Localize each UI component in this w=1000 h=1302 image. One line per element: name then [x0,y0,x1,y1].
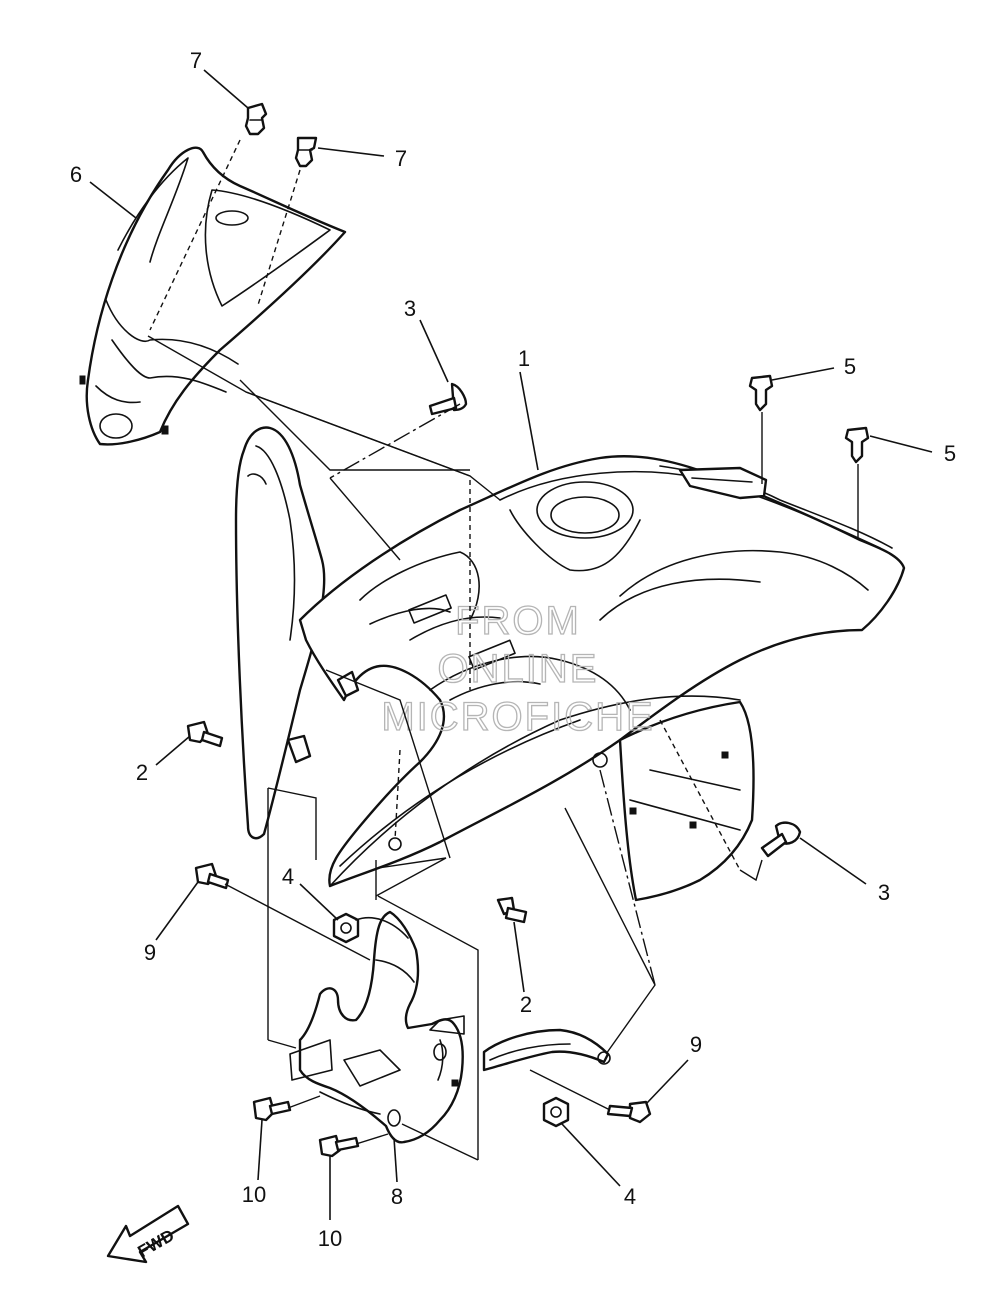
callout-10-center: 10 [318,1226,342,1251]
callout-8: 8 [391,1184,403,1209]
reference-lines [147,335,763,1161]
watermark-line-1: FROM [455,599,581,643]
callout-1: 1 [518,346,530,371]
callout-3-lower: 3 [878,880,890,905]
part-6-headlight-cover [79,146,347,446]
callout-7-right: 7 [395,146,407,171]
callout-9-right: 9 [690,1032,702,1057]
callout-10-left: 10 [242,1182,266,1207]
part-8-bracket [289,910,465,1144]
watermark: FROM ONLINE MICROFICHE [381,598,654,739]
callout-6: 6 [70,162,82,187]
part-9-bolt-right [606,1100,652,1124]
dash-clip7-left [149,139,241,331]
part-bracket-right [482,1028,611,1072]
callout-5-upper: 5 [844,354,856,379]
part-5-bolt-left [748,374,774,412]
part-10-bolt-left [252,1096,292,1122]
callout-4-lower: 4 [624,1184,636,1209]
part-7-clip-left [244,102,268,136]
watermark-line-2: ONLINE [438,647,599,691]
callout-2-right: 2 [520,992,532,1017]
part-2-bolt-right [496,896,528,924]
callout-7-upper: 7 [190,48,202,73]
leader-lines [89,69,933,1220]
part-3-screw-lower [760,821,802,858]
part-7-clip-right [294,136,318,168]
part-4-nut-upper [332,912,360,944]
callout-5-lower: 5 [944,441,956,466]
dash-clip7-right [257,169,301,306]
watermark-line-3: MICROFICHE [381,695,654,739]
callout-9-left: 9 [144,940,156,965]
callout-2-left: 2 [136,760,148,785]
fwd-direction-arrow: FWD [106,1204,190,1264]
part-1-front-fender [234,426,906,902]
callout-numbers: 1 2 2 3 3 4 4 5 5 6 7 7 8 9 9 10 10 [70,48,956,1251]
part-3-screw-upper [428,382,468,416]
callout-3-upper: 3 [404,296,416,321]
part-10-bolt-center [318,1134,360,1158]
callout-4-upper: 4 [282,864,294,889]
part-9-bolt-left [194,862,230,890]
part-2-bolt-left [186,720,224,748]
part-5-bolt-right [844,426,870,464]
part-4-nut-lower [542,1096,570,1128]
